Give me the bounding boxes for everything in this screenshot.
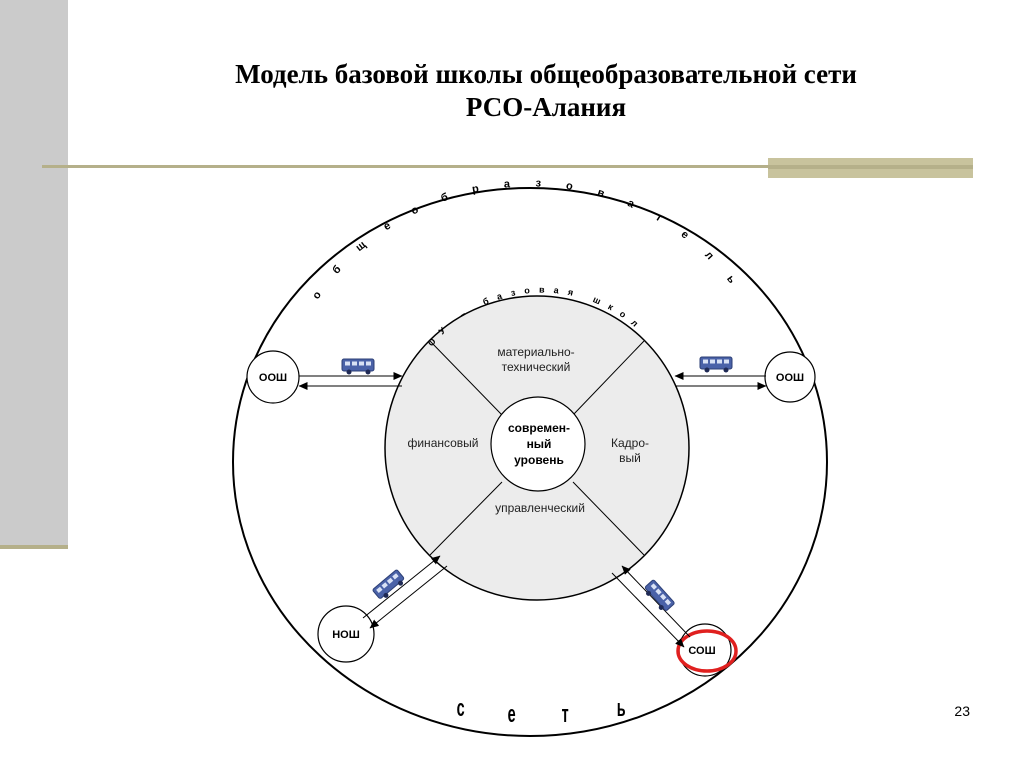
node-oosh-left-label: ООШ [259, 372, 287, 384]
sector-top-line-1: материально- [497, 345, 574, 359]
bottom-letter-1: с [457, 695, 465, 722]
side-panel-rule [0, 545, 68, 549]
side-panel [0, 0, 68, 545]
sector-right-line-1: Кадро- [611, 436, 649, 450]
sosh-highlight-ring [676, 629, 738, 673]
sector-bottom: управленческий [495, 501, 585, 515]
core-circle [490, 396, 586, 492]
title-rule-accent-line [768, 165, 973, 169]
core-line-1: современ- [508, 421, 570, 435]
node-nosh [317, 605, 375, 663]
bus-icon [699, 356, 733, 373]
sector-divider-se [572, 481, 645, 556]
bottom-letter-2: е [508, 701, 516, 728]
outer-bottom-label: с е т ь [457, 695, 626, 728]
arrow-to-base-br [621, 565, 691, 638]
bus-icon [341, 358, 375, 375]
title-line-1: Модель базовой школы общеобразовательной… [235, 59, 857, 89]
sector-divider-nw [429, 340, 503, 416]
arrow-to-base-bl [362, 555, 441, 619]
sector-top-line-2: технический [502, 360, 571, 374]
node-oosh-left [246, 350, 300, 404]
core-line-3: уровень [514, 453, 564, 467]
node-nosh-label: НОШ [332, 629, 360, 641]
sector-right-line-2: вый [619, 451, 641, 465]
arrow-to-nosh [369, 565, 448, 629]
sector-divider-ne [572, 340, 645, 416]
arrow-to-sosh [611, 572, 685, 648]
bus-icon [372, 569, 405, 599]
node-oosh-right [764, 351, 816, 403]
slide-title: Модель базовой школы общеобразовательной… [68, 58, 1024, 124]
bus-icon [644, 579, 675, 611]
core-line-2: ный [527, 437, 552, 451]
sector-divider-sw [429, 481, 503, 556]
node-oosh-right-label: ООШ [776, 372, 804, 384]
page-number: 23 [954, 703, 970, 719]
node-sosh-label: СОШ [688, 645, 715, 657]
title-line-2: РСО-Алания [465, 92, 627, 122]
bottom-letter-3: т [562, 701, 569, 728]
bottom-letter-4: ь [617, 695, 626, 722]
sector-left: финансовый [407, 436, 478, 450]
title-rule [42, 165, 972, 168]
